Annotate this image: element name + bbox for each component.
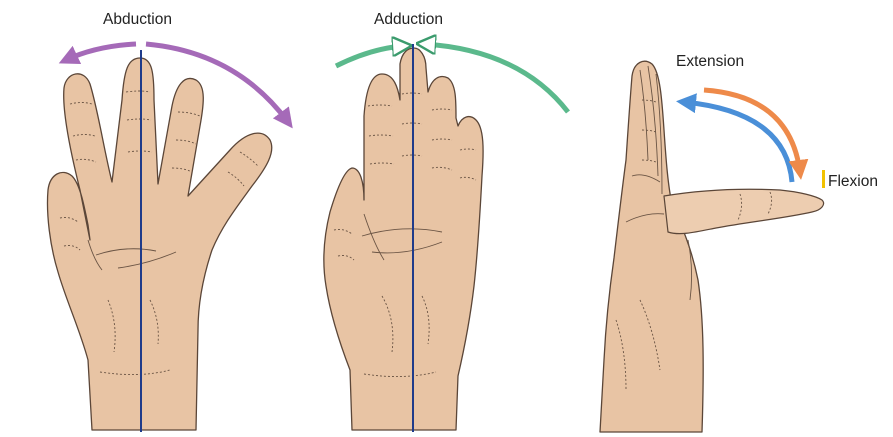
thumb-side-hand — [600, 61, 824, 432]
extension-label: Extension — [676, 53, 744, 70]
abduction-right-arrow — [146, 44, 288, 122]
flexion-marker — [822, 170, 825, 188]
adduction-left-arrow — [336, 46, 404, 66]
abduction-left-arrow — [66, 44, 136, 60]
extended-thumb — [664, 189, 824, 233]
flexion-label: Flexion — [828, 173, 878, 190]
abduction-label: Abduction — [103, 11, 172, 28]
adduction-hand — [324, 44, 483, 432]
extension-arrow — [684, 102, 792, 182]
adduction-label: Adduction — [374, 11, 443, 28]
abduction-hand — [47, 50, 271, 432]
